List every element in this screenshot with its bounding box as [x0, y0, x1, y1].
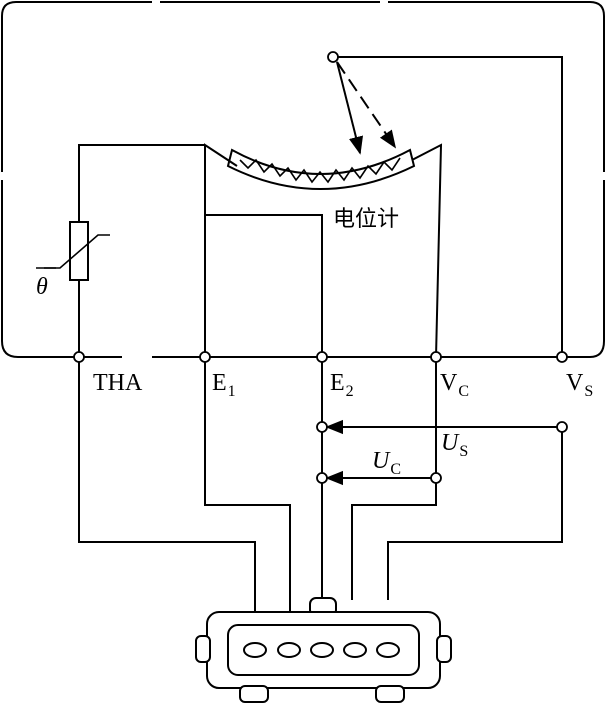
pin-5 — [376, 642, 400, 658]
us-node-right — [556, 421, 568, 433]
tha-label: THA — [93, 370, 143, 396]
terminal-e1 — [199, 351, 211, 363]
pin-3 — [310, 642, 334, 658]
theta-label: θ — [36, 274, 48, 300]
vc-label: VC — [440, 370, 469, 400]
uc-label: UC — [372, 448, 401, 478]
wiper-pivot — [327, 51, 339, 63]
outer-housing — [1, 1, 605, 358]
e1-label: E1 — [212, 370, 236, 400]
vc-lower-wire — [351, 362, 437, 600]
vs-label: VS — [566, 370, 593, 400]
terminal-vs — [556, 351, 568, 363]
wiper-arrow-dashed — [336, 61, 397, 149]
tha-lower-wire — [78, 362, 256, 612]
pin-1 — [243, 642, 267, 658]
e1-lower-wire — [204, 362, 291, 612]
pin-4 — [343, 642, 367, 658]
us-label: US — [441, 430, 468, 460]
e2-label: E2 — [330, 370, 354, 400]
uc-node-right — [430, 472, 442, 484]
potentiometer-label: 电位计 — [333, 207, 399, 232]
connector-plug — [195, 597, 452, 703]
potentiometer-track — [226, 148, 416, 190]
tha-top-wire — [78, 144, 205, 357]
terminal-e2 — [316, 351, 328, 363]
e1-wire — [204, 143, 238, 357]
terminal-tha — [73, 351, 85, 363]
potentiometer-zigzag — [239, 157, 401, 184]
uc-node-left — [316, 472, 328, 484]
terminal-vc — [430, 351, 442, 363]
vs-lower-wire — [387, 432, 563, 600]
wiper-arrow-solid — [336, 61, 364, 155]
vs-wire — [338, 56, 563, 357]
vc-track-end — [411, 143, 443, 358]
e2-wire — [205, 214, 323, 357]
us-node-left — [316, 421, 328, 433]
pin-2 — [277, 642, 301, 658]
